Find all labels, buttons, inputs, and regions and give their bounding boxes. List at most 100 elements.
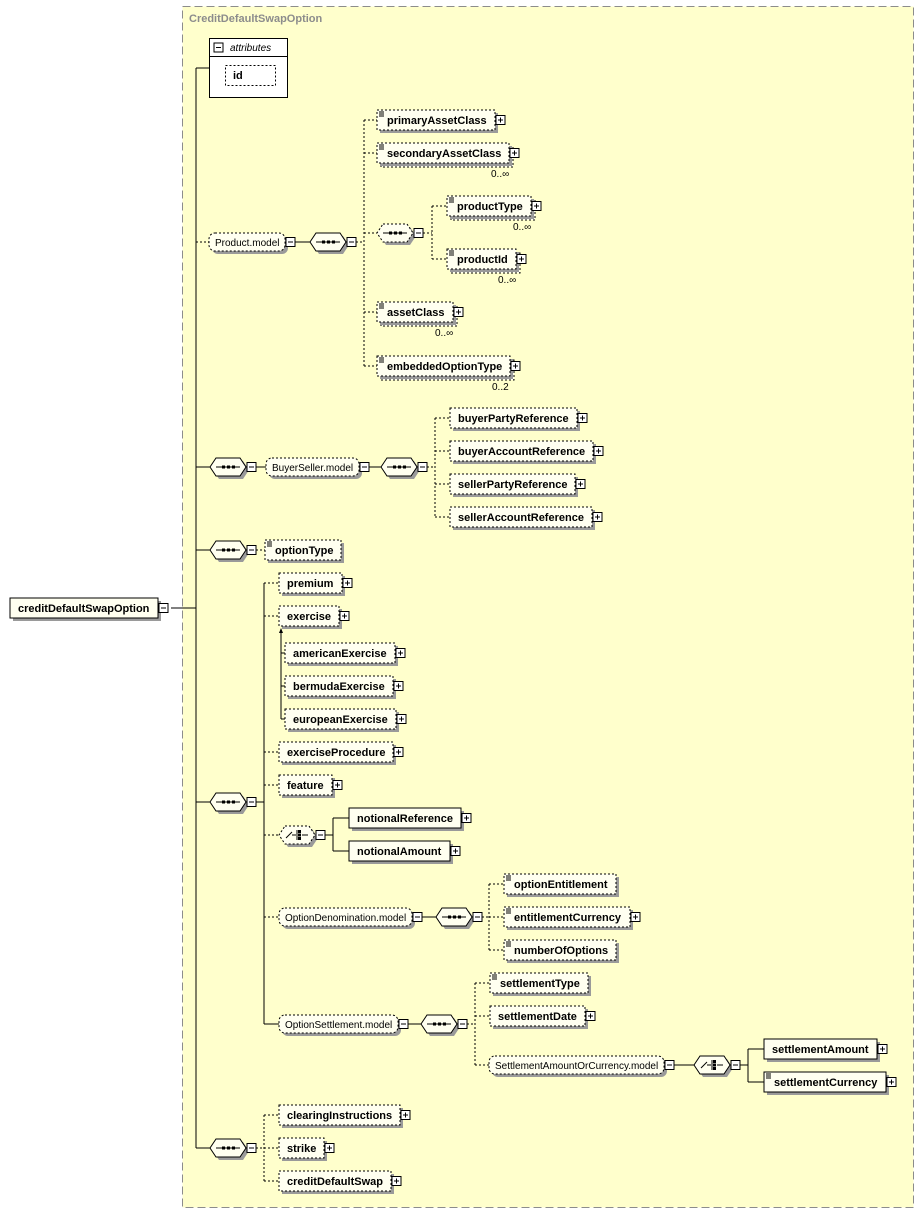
expand-icon[interactable] xyxy=(516,254,527,264)
element-feature[interactable]: feature xyxy=(278,774,335,798)
element-creditDefaultSwap[interactable]: creditDefaultSwap xyxy=(278,1170,394,1194)
buyer-seller-model[interactable]: BuyerSeller.model xyxy=(265,457,362,479)
expand-icon[interactable] xyxy=(396,714,407,724)
option-denomination-sequence[interactable] xyxy=(435,907,475,929)
collapse-icon[interactable] xyxy=(417,462,428,472)
element-sellerPartyReference[interactable]: sellerPartyReference xyxy=(449,473,578,497)
collapse-icon[interactable] xyxy=(398,1019,409,1029)
collapse-icon[interactable] xyxy=(730,1060,741,1070)
collapse-icon[interactable] xyxy=(285,237,296,247)
element-sellerAccountReference[interactable]: sellerAccountReference xyxy=(449,506,595,530)
collapse-icon[interactable] xyxy=(246,545,257,555)
expand-icon[interactable] xyxy=(593,446,604,456)
occurrence-label: 0..∞ xyxy=(498,275,516,286)
product-sequence[interactable] xyxy=(309,232,349,254)
expand-icon[interactable] xyxy=(332,780,343,790)
collapse-icon[interactable] xyxy=(413,228,424,238)
expand-icon[interactable] xyxy=(395,648,406,658)
expand-icon[interactable] xyxy=(630,912,641,922)
element-settlementCurrency[interactable]: settlementCurrency xyxy=(763,1071,889,1095)
expand-icon[interactable] xyxy=(577,413,588,423)
expand-icon[interactable] xyxy=(453,307,464,317)
element-productType[interactable]: productType xyxy=(446,195,536,221)
element-optionType[interactable]: optionType xyxy=(264,539,344,563)
element-exercise[interactable]: exercise xyxy=(278,605,342,629)
expand-icon[interactable] xyxy=(510,361,521,371)
expand-icon[interactable] xyxy=(886,1077,897,1087)
element-label: sellerAccountReference xyxy=(458,512,584,524)
option-settlement-sequence[interactable] xyxy=(420,1014,460,1036)
product-model[interactable]: Product.model xyxy=(208,232,288,254)
collapse-icon[interactable] xyxy=(359,462,370,472)
element-bermudaExercise[interactable]: bermudaExercise xyxy=(284,675,396,699)
option-denomination-model[interactable]: OptionDenomination.model xyxy=(278,907,415,929)
collapse-icon[interactable] xyxy=(412,912,423,922)
expand-icon[interactable] xyxy=(592,512,603,522)
expand-icon[interactable] xyxy=(450,846,461,856)
settlement-amount-or-currency-choice[interactable] xyxy=(693,1055,733,1077)
collapse-icon[interactable] xyxy=(346,237,357,247)
element-strike[interactable]: strike xyxy=(278,1137,327,1161)
attribute-id[interactable]: id xyxy=(233,70,243,82)
collapse-icon[interactable] xyxy=(158,603,169,613)
element-embeddedOptionType[interactable]: embeddedOptionType xyxy=(376,355,515,381)
element-entitlementCurrency[interactable]: entitlementCurrency xyxy=(503,906,633,930)
element-assetClass[interactable]: assetClass xyxy=(376,301,458,327)
element-label: optionType xyxy=(275,545,333,557)
collapse-icon[interactable] xyxy=(472,912,483,922)
element-label: buyerPartyReference xyxy=(458,413,569,425)
collapse-icon[interactable] xyxy=(457,1019,468,1029)
buyer-seller-inner-sequence[interactable] xyxy=(380,457,420,479)
element-settlementDate[interactable]: settlementDate xyxy=(489,1005,588,1029)
expand-icon[interactable] xyxy=(461,813,472,823)
expand-icon[interactable] xyxy=(509,148,520,158)
element-label: bermudaExercise xyxy=(293,681,385,693)
element-notionalAmount[interactable]: notionalAmount xyxy=(348,840,453,864)
option-type-sequence[interactable] xyxy=(209,540,249,562)
expand-icon[interactable] xyxy=(339,611,350,621)
element-secondaryAssetClass[interactable]: secondaryAssetClass xyxy=(376,142,514,168)
expand-icon[interactable] xyxy=(400,1110,411,1120)
element-productId[interactable]: productId xyxy=(446,248,521,274)
element-optionEntitlement[interactable]: optionEntitlement xyxy=(503,873,619,897)
element-notionalReference[interactable]: notionalReference xyxy=(348,807,464,831)
expand-icon[interactable] xyxy=(877,1044,888,1054)
documentation-icon xyxy=(506,908,511,914)
element-europeanExercise[interactable]: europeanExercise xyxy=(284,708,399,732)
expand-icon[interactable] xyxy=(575,479,586,489)
element-americanExercise[interactable]: americanExercise xyxy=(284,642,398,666)
buyer-seller-sequence[interactable] xyxy=(209,457,249,479)
product-inner-sequence[interactable] xyxy=(376,223,416,245)
element-exerciseProcedure[interactable]: exerciseProcedure xyxy=(278,741,396,765)
element-primaryAssetClass[interactable]: primaryAssetClass xyxy=(376,109,498,133)
expand-icon[interactable] xyxy=(391,1176,402,1186)
collapse-icon[interactable] xyxy=(315,830,326,840)
element-settlementAmount[interactable]: settlementAmount xyxy=(763,1038,880,1062)
expand-icon[interactable] xyxy=(585,1011,596,1021)
collapse-icon[interactable] xyxy=(246,1143,257,1153)
notional-choice[interactable] xyxy=(278,825,318,847)
collapse-icon[interactable] xyxy=(664,1060,675,1070)
root-element[interactable]: creditDefaultSwapOption xyxy=(9,597,161,621)
expand-icon[interactable] xyxy=(342,578,353,588)
element-buyerAccountReference[interactable]: buyerAccountReference xyxy=(449,440,596,464)
element-clearingInstructions[interactable]: clearingInstructions xyxy=(278,1104,403,1128)
expand-icon[interactable] xyxy=(495,115,506,125)
documentation-icon xyxy=(506,941,511,947)
expand-icon[interactable] xyxy=(393,747,404,757)
element-numberOfOptions[interactable]: numberOfOptions xyxy=(503,939,619,963)
expand-icon[interactable] xyxy=(531,201,542,211)
option-settlement-model[interactable]: OptionSettlement.model xyxy=(278,1014,401,1036)
main-sequence[interactable] xyxy=(209,792,249,814)
collapse-icon[interactable] xyxy=(246,797,257,807)
settlement-amount-or-currency-model[interactable]: SettlementAmountOrCurrency.model xyxy=(488,1055,667,1077)
element-settlementType[interactable]: settlementType xyxy=(489,972,591,996)
final-sequence[interactable] xyxy=(209,1138,249,1160)
expand-icon[interactable] xyxy=(324,1143,335,1153)
element-premium[interactable]: premium xyxy=(278,572,345,596)
expand-icon[interactable] xyxy=(393,681,404,691)
element-buyerPartyReference[interactable]: buyerPartyReference xyxy=(449,407,580,431)
collapse-icon[interactable] xyxy=(213,42,224,53)
collapse-icon[interactable] xyxy=(246,462,257,472)
